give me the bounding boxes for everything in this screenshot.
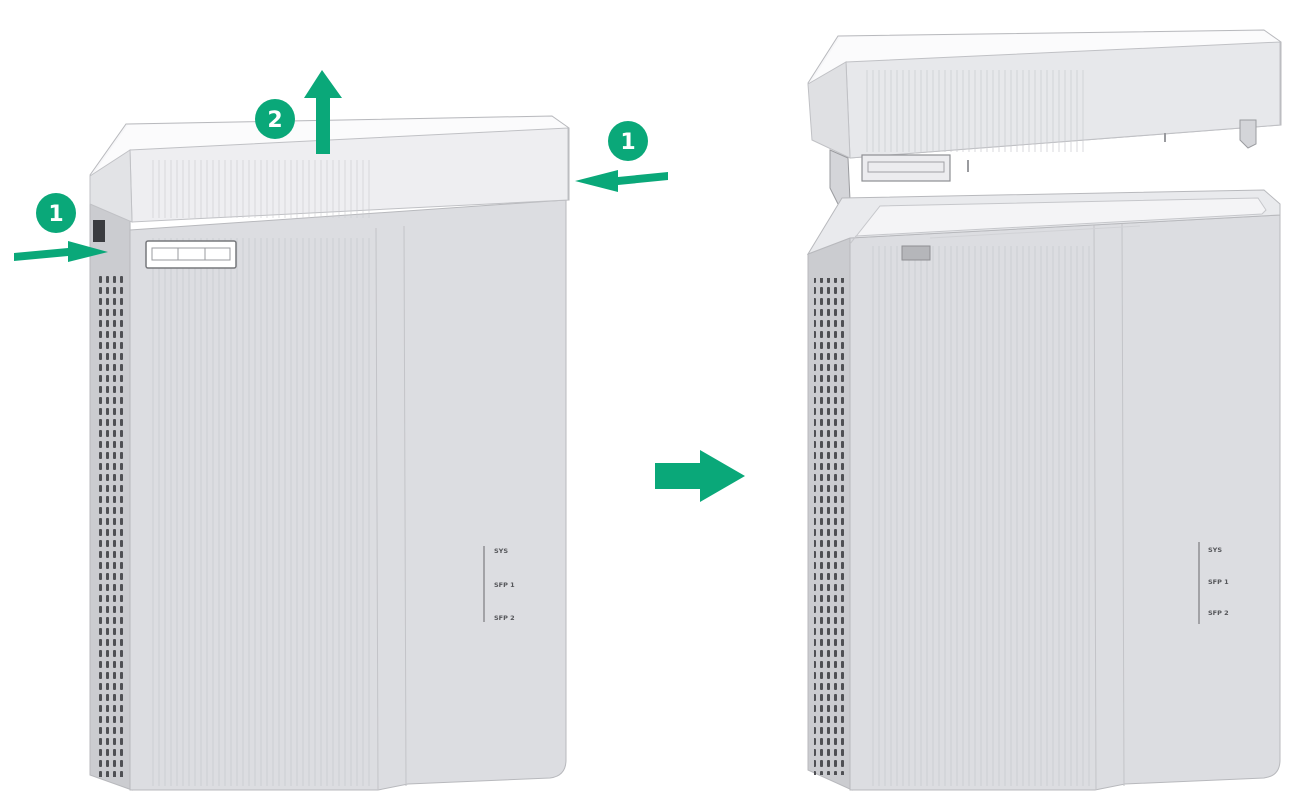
cover-latch-tab bbox=[861, 154, 951, 182]
arrow-lift-up bbox=[304, 70, 342, 154]
step-badge-1-left: 1 bbox=[36, 193, 76, 233]
step-badge-2: 2 bbox=[255, 99, 295, 139]
step-annotations: 1 1 2 bbox=[14, 70, 668, 262]
side-clip bbox=[93, 220, 105, 242]
step-badge-1-right-label: 1 bbox=[620, 130, 635, 155]
base-vent-grid bbox=[814, 278, 844, 775]
device-base: SYS SFP 1 SFP 2 bbox=[806, 189, 1281, 791]
latch-slot bbox=[145, 240, 237, 269]
led-label-sfp1: SFP 1 bbox=[494, 581, 515, 589]
detached-cover-side bbox=[807, 61, 851, 159]
base-inner-ledge bbox=[849, 197, 1267, 245]
base-led-label-sfp2: SFP 2 bbox=[1208, 609, 1229, 617]
led-panel: SYS SFP 1 SFP 2 bbox=[483, 546, 515, 622]
arrow-press-right bbox=[575, 170, 668, 192]
base-port-opening bbox=[901, 245, 931, 261]
cover-hook-left bbox=[829, 149, 851, 205]
cover-left-side bbox=[89, 149, 133, 223]
step-badge-1-left-label: 1 bbox=[48, 202, 63, 227]
base-led-label-sys: SYS bbox=[1208, 546, 1222, 554]
step-badge-2-label: 2 bbox=[267, 108, 282, 133]
front-ribs bbox=[150, 238, 372, 786]
base-led-panel: SYS SFP 1 SFP 2 bbox=[1198, 542, 1229, 624]
device-assembled: SYS SFP 1 SFP 2 bbox=[89, 115, 570, 791]
arrow-press-left bbox=[14, 241, 108, 262]
cover-hook-right bbox=[1239, 119, 1257, 149]
step-badge-1-right: 1 bbox=[608, 121, 648, 161]
transition-arrow bbox=[655, 450, 745, 502]
led-label-sfp2: SFP 2 bbox=[494, 614, 515, 622]
vent-grid bbox=[96, 272, 126, 777]
cover-detached bbox=[807, 29, 1282, 205]
cover-top-surface bbox=[92, 117, 568, 176]
base-led-label-sfp1: SFP 1 bbox=[1208, 578, 1229, 586]
led-label-sys: SYS bbox=[494, 547, 508, 555]
